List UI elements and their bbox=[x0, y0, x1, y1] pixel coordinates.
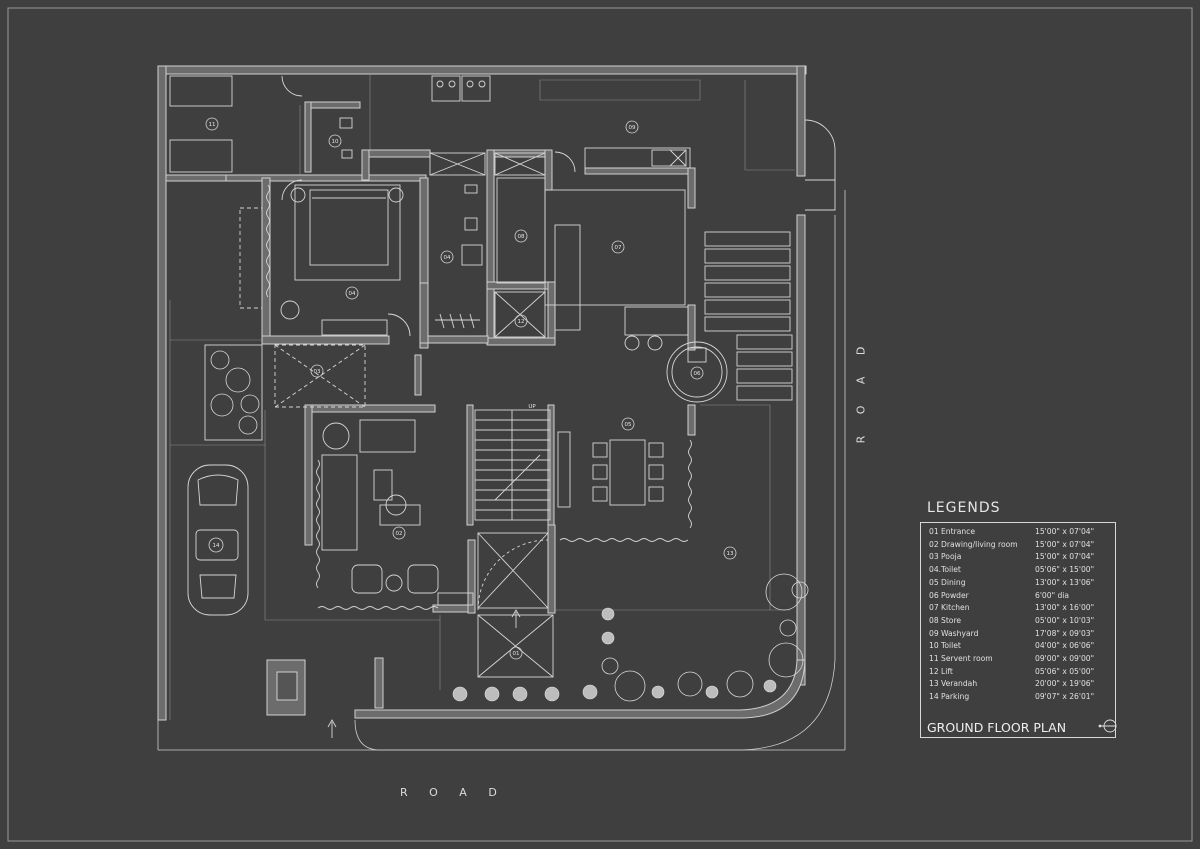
legend-dims: 20'00" x 19'06" bbox=[1035, 679, 1095, 689]
legend-dims: 13'00" x 13'06" bbox=[1035, 577, 1095, 587]
room-tag-07: 07 bbox=[615, 245, 622, 251]
legend-name: Toilet bbox=[941, 641, 961, 651]
legend-dims: 05'00" x 10'03" bbox=[1035, 615, 1095, 625]
legend-dims: 05'06" x 15'00" bbox=[1035, 565, 1095, 575]
wall-top bbox=[157, 65, 807, 75]
legend-dims: 13'00" x 16'00" bbox=[1035, 603, 1095, 613]
legend-name: Verandah bbox=[941, 679, 978, 689]
room-tag-08: 08 bbox=[518, 234, 525, 240]
room-tag-01: 01 bbox=[513, 651, 520, 657]
room-tag-05: 05 bbox=[625, 422, 632, 428]
legend-num: 07 bbox=[929, 603, 939, 613]
wall-left bbox=[157, 65, 167, 721]
room-tag-13: 13 bbox=[727, 551, 734, 557]
legend-num: 03 bbox=[929, 552, 939, 562]
legends-title: LEGENDS bbox=[927, 500, 1001, 516]
legend-name: Store bbox=[941, 615, 962, 625]
legend-name: Powder bbox=[941, 590, 969, 600]
legend-name: Kitchen bbox=[941, 603, 970, 613]
legend-num: 01 bbox=[929, 527, 939, 536]
legend-name: Parking bbox=[941, 692, 970, 702]
legend-dims: 05'06" x 05'00" bbox=[1035, 666, 1095, 676]
legend-name: Pooja bbox=[941, 552, 962, 562]
legend-dims: 09'00" x 09'00" bbox=[1035, 654, 1095, 664]
legend-name: Entrance bbox=[941, 527, 976, 536]
room-tag-14: 14 bbox=[213, 543, 220, 549]
legend-row: 04.Toilet 05'06" x 15'00" bbox=[929, 564, 1115, 577]
road-label-right: R O A D bbox=[854, 337, 868, 444]
legend-name: Servent room bbox=[941, 654, 993, 664]
legend-num: 02 bbox=[929, 539, 939, 549]
room-tag-10: 10 bbox=[332, 139, 339, 145]
legend-dims: 15'00" x 07'04" bbox=[1035, 552, 1095, 562]
stair-up-label: UP bbox=[528, 404, 536, 410]
corner-curve bbox=[354, 215, 836, 751]
room-tag-06: 06 bbox=[694, 371, 701, 377]
legend-name: Lift bbox=[941, 666, 953, 676]
legend-name: Dining bbox=[941, 577, 966, 587]
room-tag-03: 03 bbox=[314, 369, 321, 375]
north-arrow-icon bbox=[1098, 719, 1117, 733]
legend-num: 06 bbox=[929, 590, 939, 600]
wall-right bbox=[796, 214, 806, 686]
legend-dims: 6'00" dia bbox=[1035, 590, 1070, 600]
legend-name: Drawing/living room bbox=[941, 539, 1018, 549]
legend-num: 12 bbox=[929, 666, 939, 676]
legend-name: Toilet bbox=[941, 565, 961, 575]
legend-dims: 15'00" x 07'04" bbox=[1035, 527, 1095, 536]
legend-num: 05 bbox=[929, 577, 939, 587]
legend-num: 09 bbox=[929, 628, 939, 638]
wall-bottom-left bbox=[374, 657, 384, 709]
room-tag-02: 02 bbox=[396, 531, 403, 537]
wall-bottom-curve bbox=[354, 659, 806, 719]
legend-num: 04. bbox=[929, 565, 942, 575]
legend-num: 08 bbox=[929, 615, 939, 625]
room-tag-11: 11 bbox=[209, 122, 216, 128]
plan-title: GROUND FLOOR PLAN bbox=[927, 720, 1067, 735]
legend-num: 13 bbox=[929, 679, 939, 689]
room-tag-12: 12 bbox=[518, 319, 525, 325]
room-tag-04: 04 bbox=[349, 291, 356, 297]
legend-num: 10 bbox=[929, 641, 939, 651]
legend-name: Washyard bbox=[941, 628, 979, 638]
sheet-border bbox=[7, 7, 1193, 842]
wall-right-top bbox=[796, 65, 806, 177]
legend-dims: 17'08" x 09'03" bbox=[1035, 628, 1095, 638]
room-tag-09: 09 bbox=[629, 125, 636, 131]
road-label-bottom: R O A D bbox=[400, 786, 506, 799]
legend-dims: 09'07" x 26'01" bbox=[1035, 692, 1095, 702]
legend-dims: 15'00" x 07'04" bbox=[1035, 539, 1095, 549]
legend-num: 11 bbox=[929, 654, 939, 664]
legend-num: 14 bbox=[929, 692, 939, 702]
room-tag-04-toilet: 04 bbox=[444, 255, 451, 261]
car-outline bbox=[187, 464, 249, 616]
legend-dims: 04'00" x 06'06" bbox=[1035, 641, 1095, 651]
